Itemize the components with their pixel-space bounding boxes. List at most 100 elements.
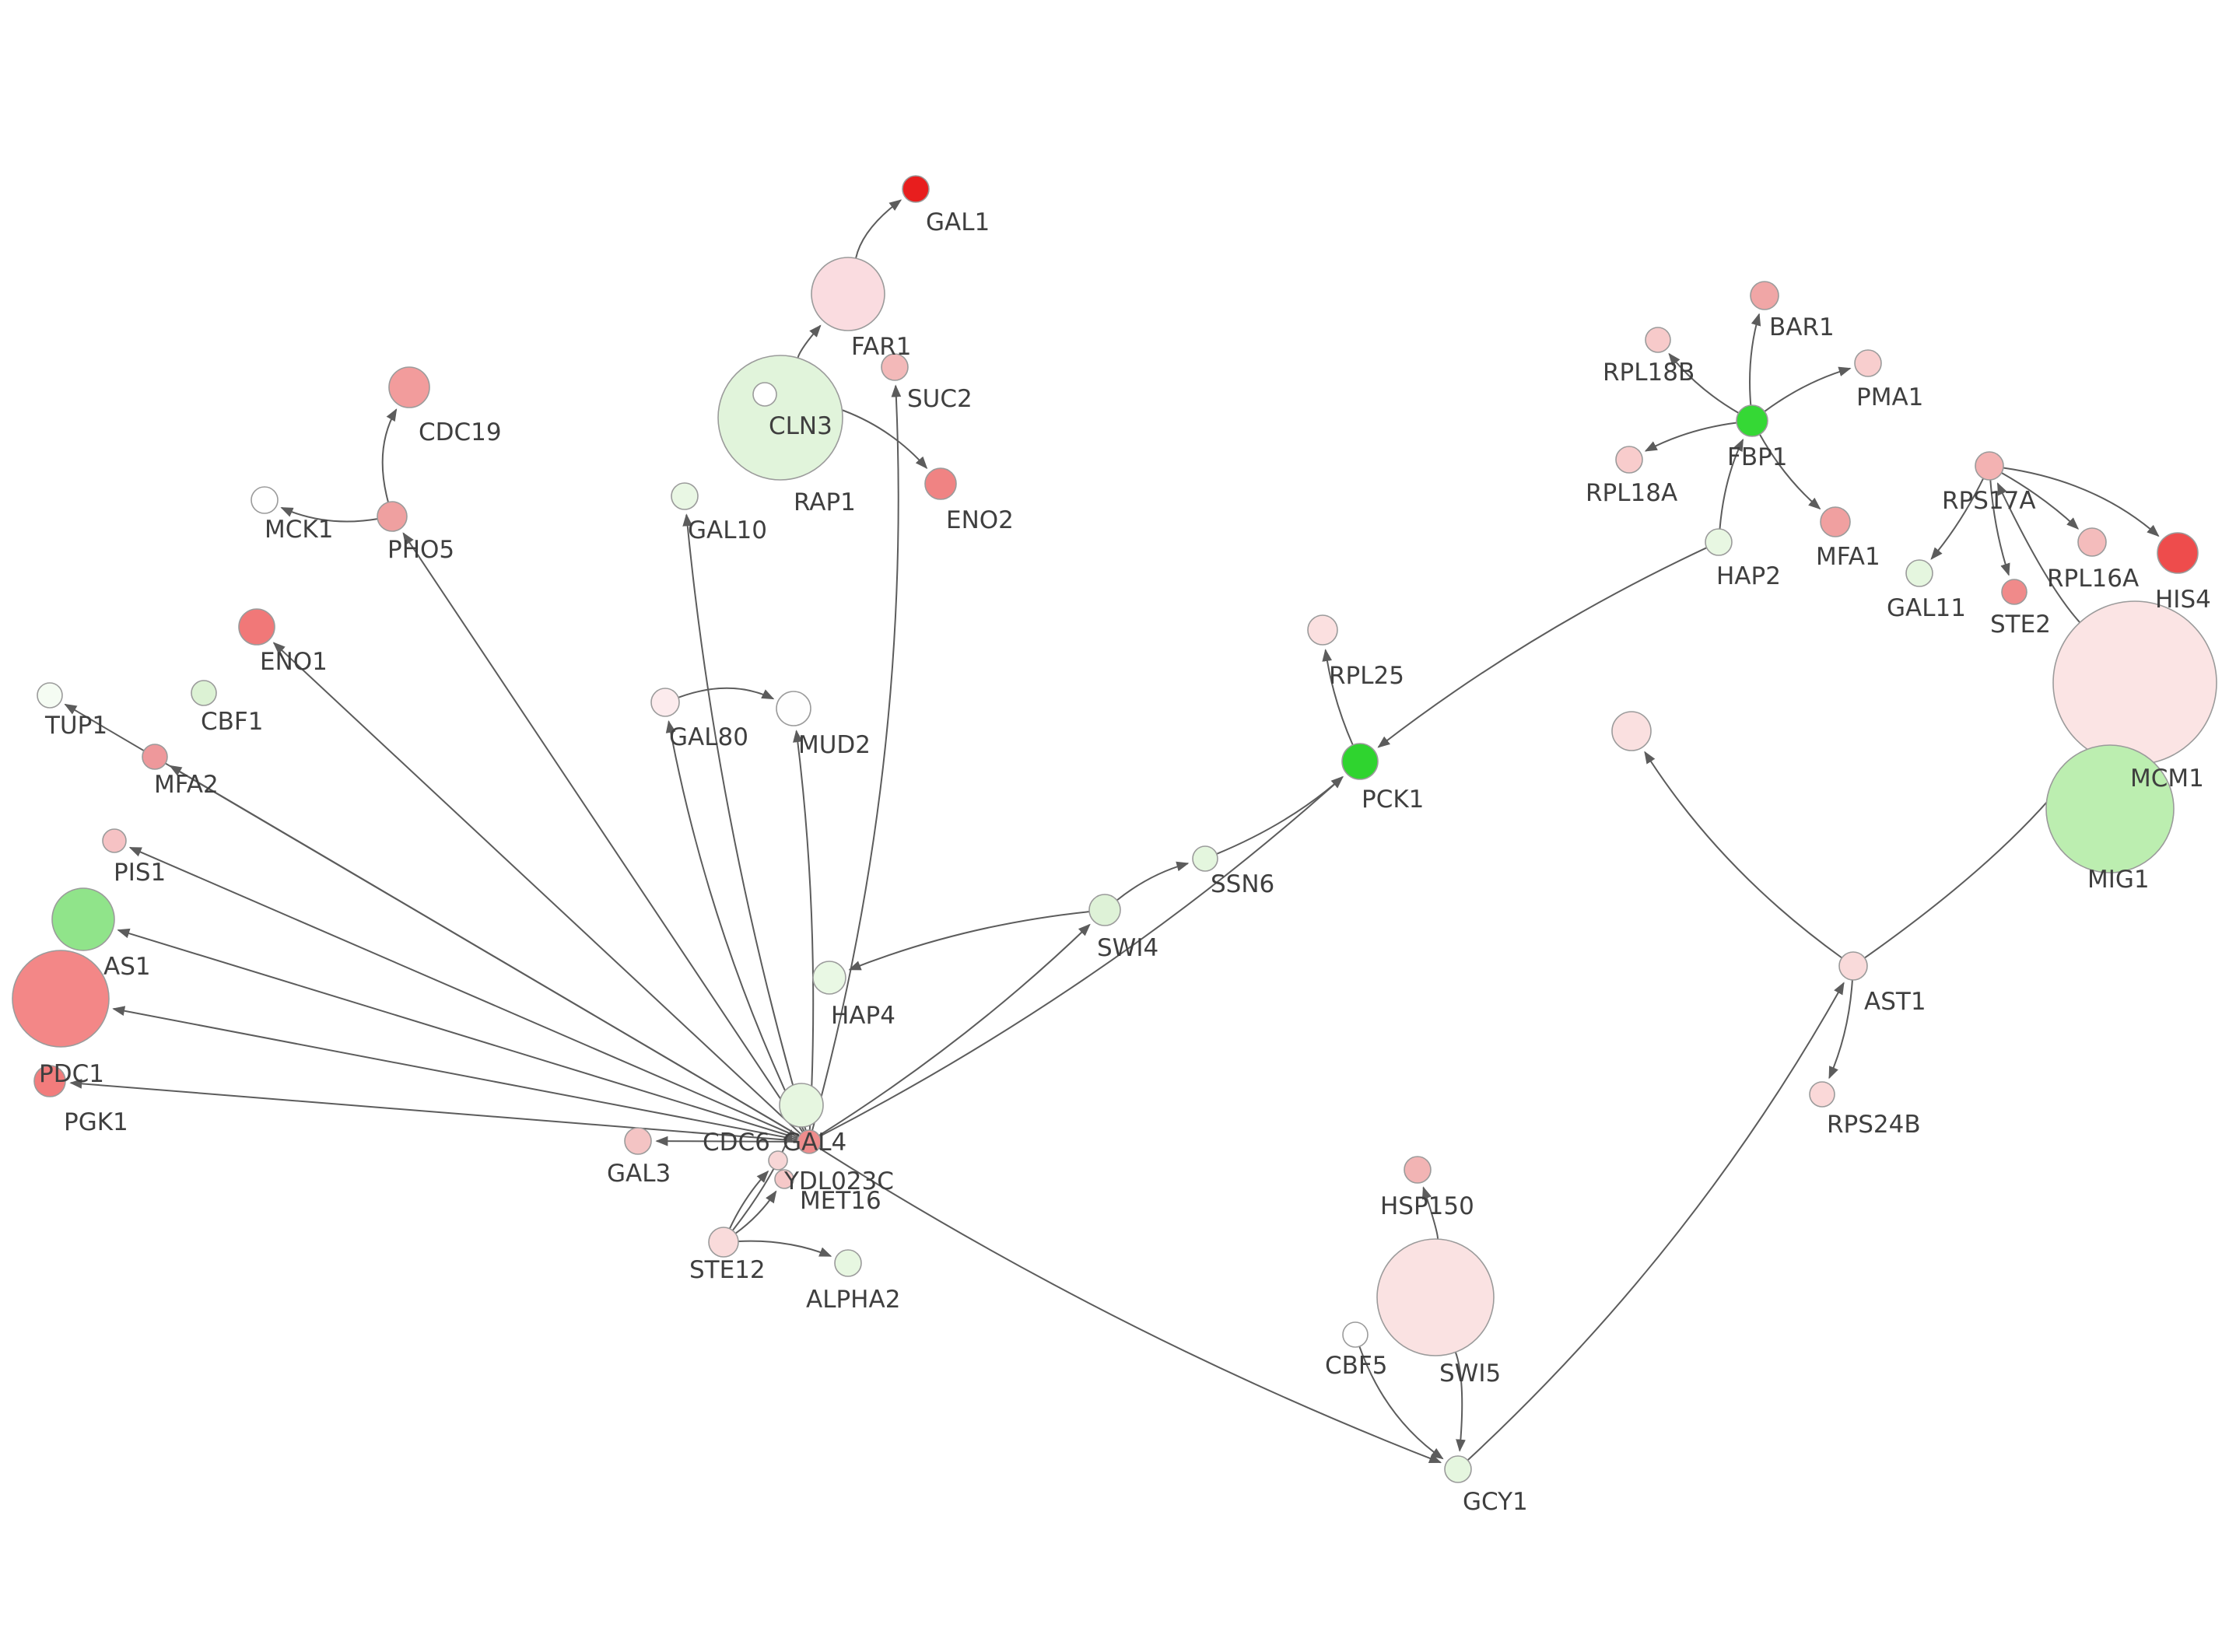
edge-GAL4-GCY1[interactable] xyxy=(818,1147,1442,1464)
node-CLN3[interactable] xyxy=(717,355,843,481)
node-FAR1[interactable] xyxy=(811,257,885,331)
edge-STE12-ALPHA2[interactable] xyxy=(738,1240,832,1257)
node-HAP2[interactable] xyxy=(1705,528,1733,556)
node-HAP4[interactable] xyxy=(812,961,846,995)
edge-GAL4-PGK1[interactable] xyxy=(69,1078,798,1142)
edge-CLN3-FAR1[interactable] xyxy=(797,324,822,359)
node-RPS24B[interactable] xyxy=(1809,1081,1835,1108)
node-MFA1[interactable] xyxy=(1820,506,1851,537)
node-GAL11[interactable] xyxy=(1905,559,1933,587)
edge-GAL4-GAL80[interactable] xyxy=(665,720,805,1132)
edge-HAP2-PCK1[interactable] xyxy=(1377,547,1708,748)
edge-PCK1-RPL25[interactable] xyxy=(1322,649,1354,746)
node-ENO2[interactable] xyxy=(924,467,957,500)
edge-SSN6-PCK1[interactable] xyxy=(1216,775,1344,855)
node-MCM1[interactable] xyxy=(2052,600,2217,765)
node-GAL80[interactable] xyxy=(650,688,680,717)
edge-FBP1-MFA1[interactable] xyxy=(1758,433,1821,510)
edge-GAL4-PHO5[interactable] xyxy=(402,532,804,1133)
edge-SWI5-GCY1[interactable] xyxy=(1454,1352,1466,1452)
node-GAL3[interactable] xyxy=(624,1127,652,1155)
node-RPL25[interactable] xyxy=(1307,614,1338,646)
edge-GAL4-PIS1[interactable] xyxy=(128,846,799,1138)
edge-GAL4-PDC1[interactable] xyxy=(112,1006,798,1141)
edge-FBP1-RPL18B[interactable] xyxy=(1668,352,1740,414)
node-ENO1[interactable] xyxy=(238,608,275,646)
node-PGK1[interactable] xyxy=(33,1065,66,1097)
node-RPS17A[interactable] xyxy=(1975,451,2004,481)
edge-STE12-MET16[interactable] xyxy=(734,1190,777,1234)
node-MCK1[interactable] xyxy=(251,486,279,514)
node-YDL023C[interactable] xyxy=(768,1150,788,1171)
edge-SWI5-HSP150[interactable] xyxy=(1421,1186,1439,1240)
node-FBP1[interactable] xyxy=(1736,404,1768,437)
edge-FBP1-RPL18A[interactable] xyxy=(1644,422,1737,452)
node-STE2[interactable] xyxy=(2001,579,2027,605)
node-SWI4[interactable] xyxy=(1088,894,1121,926)
edge-GAL4-SUC2[interactable] xyxy=(811,384,902,1131)
node-MFA2[interactable] xyxy=(142,744,168,770)
node-PMA1[interactable] xyxy=(1854,349,1882,377)
edge-GCY1-AST1[interactable] xyxy=(1467,982,1845,1461)
edge-RPS17A-GAL11[interactable] xyxy=(1930,478,1984,560)
node-PHO5[interactable] xyxy=(377,501,408,532)
edge-GAL80-MUD2[interactable] xyxy=(678,687,775,700)
node-SSN6[interactable] xyxy=(1192,845,1218,872)
edge-GAL4-PCK1[interactable] xyxy=(818,775,1344,1137)
edge-GAL4-MUD2[interactable] xyxy=(793,730,815,1131)
edge-STE12-YDL023C[interactable] xyxy=(728,1170,769,1230)
edge-CBF5-GCY1[interactable] xyxy=(1358,1346,1444,1460)
node-RPL18A[interactable] xyxy=(1615,446,1643,474)
node-RPL16A[interactable] xyxy=(2077,527,2107,557)
edge-PHO5-CDC19[interactable] xyxy=(381,408,398,502)
node-CBF5[interactable] xyxy=(1342,1321,1369,1348)
edge-AST1-RPS24B[interactable] xyxy=(1828,979,1853,1080)
node-AS1[interactable] xyxy=(51,887,115,951)
node-MIG1[interactable] xyxy=(2045,744,2175,873)
node-GAL4[interactable] xyxy=(797,1129,822,1154)
edge-FBP1-PMA1[interactable] xyxy=(1764,366,1852,412)
node-AST1[interactable] xyxy=(1838,951,1868,981)
edge-RPS17A-RPL16A[interactable] xyxy=(2001,472,2080,530)
node-GAL10[interactable] xyxy=(671,482,699,510)
edge-RPS17A-HIS4[interactable] xyxy=(2003,467,2160,537)
node-GCY1[interactable] xyxy=(1444,1455,1472,1483)
edge-STE12-CDC6[interactable] xyxy=(731,1129,793,1231)
node-UNL1[interactable] xyxy=(1611,711,1652,751)
node-STE12[interactable] xyxy=(708,1227,739,1258)
node-RPL18B[interactable] xyxy=(1645,327,1671,353)
edge-GAL4-GAL3[interactable] xyxy=(655,1136,798,1146)
edge-GAL4-GAL10[interactable] xyxy=(682,513,807,1131)
edge-AST1-UNL1[interactable] xyxy=(1644,751,1842,959)
edge-SWI4-HAP4[interactable] xyxy=(848,911,1090,971)
node-BAR1[interactable] xyxy=(1750,281,1779,310)
node-MUD2[interactable] xyxy=(776,691,811,726)
edge-HAP2-FBP1[interactable] xyxy=(1719,438,1744,530)
edge-GAL4-ENO1[interactable] xyxy=(272,642,801,1135)
node-TUP1[interactable] xyxy=(37,682,63,709)
edge-FBP1-BAR1[interactable] xyxy=(1749,313,1761,406)
node-PIS1[interactable] xyxy=(102,828,127,853)
node-CBF1[interactable] xyxy=(191,680,217,706)
node-PDC1[interactable] xyxy=(12,950,110,1048)
edge-GAL4-SWI4[interactable] xyxy=(818,923,1091,1136)
edge-SWI4-SSN6[interactable] xyxy=(1116,861,1190,901)
node-HSP150[interactable] xyxy=(1404,1156,1432,1184)
edge-FAR1-GAL1[interactable] xyxy=(855,199,902,259)
node-label-HSP150: HSP150 xyxy=(1380,1192,1474,1220)
node-HIS4[interactable] xyxy=(2157,532,2199,574)
node-CDC6[interactable] xyxy=(779,1083,824,1128)
node-MET16[interactable] xyxy=(774,1169,794,1189)
edge-GAL4-AS1[interactable] xyxy=(117,928,798,1139)
edge-MCM1-RPS17A[interactable] xyxy=(1996,482,2081,623)
node-GAL1[interactable] xyxy=(902,175,930,203)
edge-RPS17A-STE2[interactable] xyxy=(1989,479,2010,576)
node-ALPHA2[interactable] xyxy=(834,1249,862,1277)
node-CDC19[interactable] xyxy=(388,366,430,408)
node-RAP1[interactable] xyxy=(752,382,777,407)
node-SWI5[interactable] xyxy=(1376,1238,1495,1356)
edge-GAL4-MFA2[interactable] xyxy=(169,765,800,1137)
node-SUC2[interactable] xyxy=(881,353,909,381)
node-PCK1[interactable] xyxy=(1341,743,1379,780)
edge-PHO5-MCK1[interactable] xyxy=(280,506,378,523)
